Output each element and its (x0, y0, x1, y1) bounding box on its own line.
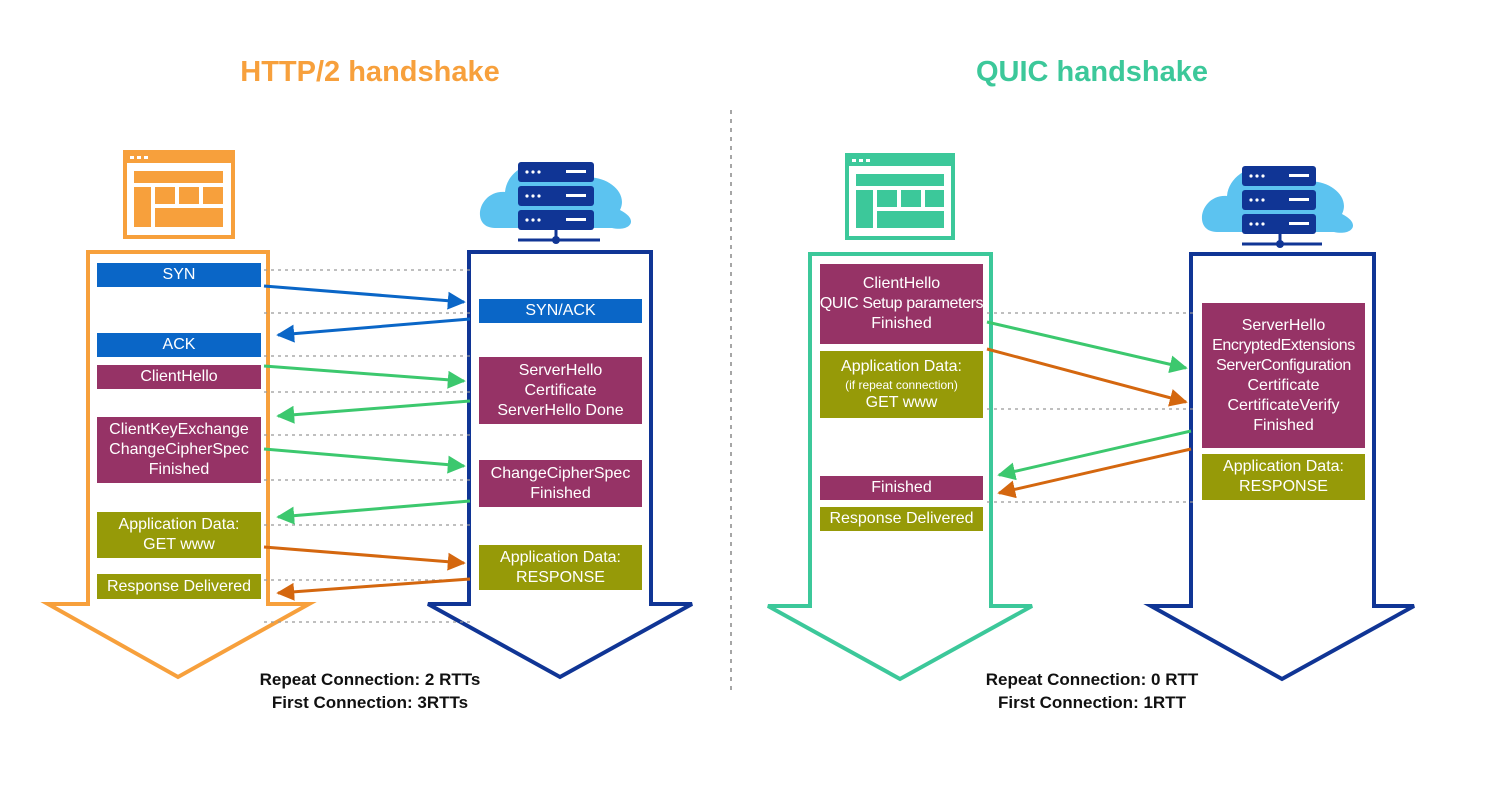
keyexchange-arrow (263, 447, 466, 474)
msg-line: GET www (143, 536, 215, 553)
msg-line: ClientKeyExchange (109, 421, 249, 438)
msg-line: GET www (865, 393, 938, 411)
synack-arrow (276, 317, 471, 343)
msg-line: ClientHello (862, 275, 941, 292)
cloud-server-icon (479, 162, 632, 244)
syn-arrow (263, 284, 466, 310)
getwww-arrow (263, 545, 466, 571)
msg-line: ServerHello (518, 361, 603, 379)
msg-server-change-cipher: ChangeCipherSpec Finished (479, 460, 642, 507)
clienthello-arrow (263, 364, 466, 389)
http2-summary: Repeat Connection: 2 RTTs First Connecti… (200, 668, 540, 714)
msg-line: ChangeCipherSpec (490, 464, 631, 482)
msg-line: Finished (148, 461, 210, 478)
msg-line: ServerConfiguration (1216, 356, 1351, 374)
msg-line: Application Data: (500, 548, 621, 566)
msg-quic-server-hello: ServerHello EncryptedExtensions ServerCo… (1202, 303, 1365, 448)
msg-line: Finished (530, 484, 591, 502)
msg-line: EncryptedExtensions (1212, 336, 1355, 354)
msg-line: ServerHello (1241, 316, 1326, 334)
msg-server-app-data: Application Data: RESPONSE (479, 545, 642, 590)
msg-line: Finished (1253, 416, 1314, 434)
msg-line: ChangeCipherSpec (109, 441, 249, 458)
msg-line: Certificate (1247, 376, 1320, 394)
msg-quic-response-delivered: Response Delivered (820, 507, 983, 531)
quic-summary: Repeat Connection: 0 RTT First Connectio… (922, 668, 1262, 714)
msg-server-hello: ServerHello Certificate ServerHello Done (479, 357, 642, 424)
response-arrow (997, 447, 1192, 499)
msg-quic-server-app-data: Application Data: RESPONSE (1202, 454, 1365, 500)
summary-repeat: Repeat Connection: 2 RTTs (259, 670, 481, 689)
client-timeline-arrow (40, 250, 317, 680)
getwww-arrow (986, 347, 1188, 407)
server-timeline-arrow (427, 250, 693, 680)
msg-line: Certificate (524, 381, 597, 399)
browser-window-icon (845, 153, 955, 240)
msg-line: Application Data: (118, 516, 240, 533)
http2-title: HTTP/2 handshake (240, 56, 500, 88)
msg-line: QUIC Setup parameters (819, 295, 984, 312)
browser-window-icon (123, 150, 235, 239)
msg-line: (if repeat connection) (845, 377, 958, 392)
serverhello-arrow (276, 399, 471, 424)
msg-line: RESPONSE (1239, 478, 1328, 495)
msg-syn: SYN (97, 263, 261, 287)
msg-quic-client-hello: ClientHello QUIC Setup parameters Finish… (819, 264, 984, 344)
cloud-server-icon (1201, 166, 1354, 248)
msg-client-hello: ClientHello (97, 365, 261, 389)
msg-line: Application Data: (841, 357, 962, 375)
msg-client-app-data: Application Data: GET www (97, 512, 261, 558)
summary-first: First Connection: 1RTT (998, 693, 1186, 712)
changecipher-arrow (276, 499, 471, 525)
msg-line: Finished (871, 315, 932, 332)
msg-ack: ACK (97, 333, 261, 357)
quic-title: QUIC handshake (975, 56, 1209, 88)
msg-line: Application Data: (1223, 458, 1344, 475)
msg-syn-ack: SYN/ACK (479, 299, 642, 323)
msg-line: CertificateVerify (1227, 396, 1340, 414)
client-timeline-arrow (767, 252, 1033, 682)
server-timeline-arrow (1143, 252, 1415, 682)
serverhello-arrow (997, 429, 1192, 481)
msg-client-key-exchange: ClientKeyExchange ChangeCipherSpec Finis… (97, 417, 261, 483)
msg-line: RESPONSE (516, 568, 605, 586)
msg-quic-finished: Finished (820, 476, 983, 500)
msg-line: ServerHello Done (497, 401, 624, 419)
msg-quic-client-app-data: Application Data: (if repeat connection)… (820, 351, 983, 418)
clienthello-arrow (986, 320, 1188, 374)
response-arrow (276, 577, 471, 601)
msg-response-delivered: Response Delivered (97, 574, 261, 599)
summary-first: First Connection: 3RTTs (271, 693, 469, 712)
summary-repeat: Repeat Connection: 0 RTT (985, 670, 1199, 689)
